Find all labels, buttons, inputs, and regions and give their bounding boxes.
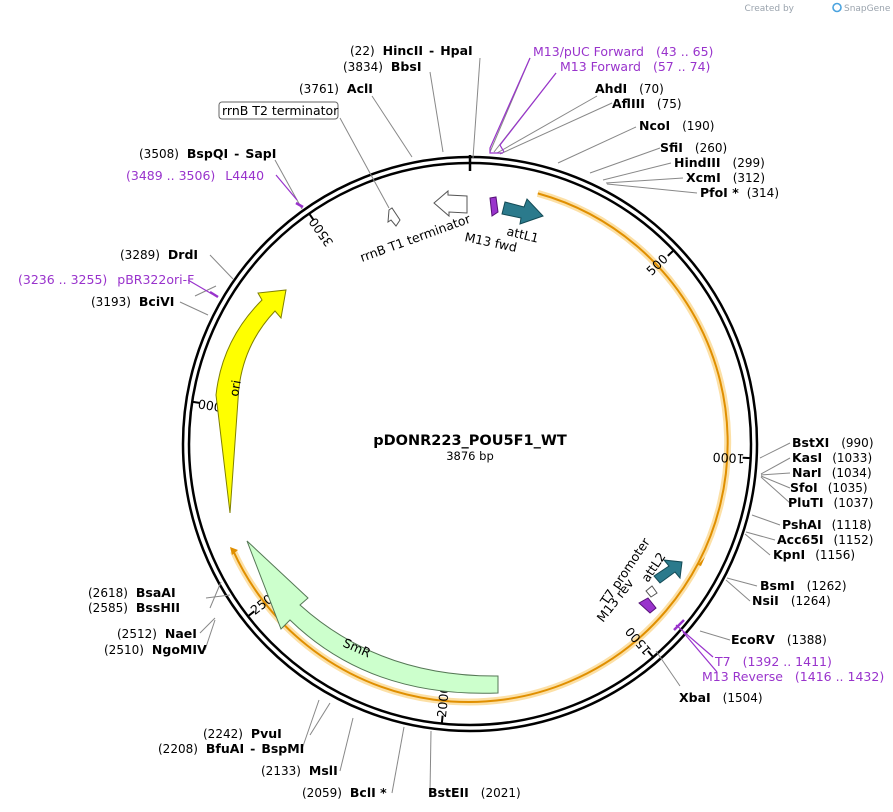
- ori-label: ori: [226, 379, 244, 398]
- watermark-app: SnapGene: [844, 4, 891, 14]
- m13-rev-feature: [638, 597, 657, 614]
- enzyme-bsmi[interactable]: BsmI(1262): [760, 578, 847, 593]
- orf-arrowhead: [698, 557, 705, 566]
- enzyme-bsaai[interactable]: (2618)BsaAI: [88, 585, 176, 600]
- enzyme-kpni[interactable]: KpnI(1156): [773, 547, 855, 562]
- tick-label-3500: 3500: [306, 215, 337, 250]
- enzyme-xbai[interactable]: XbaI(1504): [679, 690, 763, 705]
- enzyme-msli[interactable]: (2133)MslI: [261, 763, 338, 778]
- tick-label-1000: 1000: [712, 450, 745, 467]
- enzyme-ngomiv[interactable]: (2510)NgoMIV: [104, 642, 207, 657]
- m13-fwd-feature: [489, 196, 499, 217]
- enzyme-bspqi-sapi[interactable]: (3508)BspQI-SapI: [139, 146, 276, 161]
- plasmid-length: 3876 bp: [446, 449, 494, 463]
- tick-mark-500: [667, 249, 675, 257]
- primer-pbr322ori-f[interactable]: (3236 .. 3255)pBR322ori-F: [18, 272, 194, 287]
- enzyme-nsii[interactable]: NsiI(1264): [752, 593, 831, 608]
- enzyme-nari[interactable]: NarI(1034): [792, 465, 872, 480]
- tick-mark-1500: [647, 650, 654, 658]
- attl1-feature: [501, 198, 544, 225]
- tick-mark-2000: [440, 715, 444, 724]
- attl2-feature: [653, 559, 683, 584]
- primer-m13-puc-forward[interactable]: M13/pUC Forward(43 .. 65): [533, 44, 713, 59]
- primer-t7[interactable]: T7(1392 .. 1411): [714, 654, 832, 669]
- enzyme-hindiii[interactable]: HindIII(299): [674, 155, 765, 170]
- t7-promoter-feature: [645, 585, 658, 598]
- ori-feature: [215, 289, 287, 514]
- primer-l4440[interactable]: (3489 .. 3506)L4440: [126, 168, 264, 183]
- enzyme-bbsi[interactable]: (3834)BbsI: [343, 59, 421, 74]
- enzyme-sfoi[interactable]: SfoI(1035): [790, 480, 868, 495]
- enzyme-drdi[interactable]: (3289)DrdI: [120, 247, 198, 262]
- enzyme-labels: (22)HincII-HpaI (3834)BbsI (3761)AclI Ah…: [88, 43, 874, 800]
- enzyme-kasi[interactable]: KasI(1033): [792, 450, 872, 465]
- rrnb-t2-box: [218, 101, 339, 120]
- enzyme-pluti[interactable]: PluTI(1037): [788, 495, 873, 510]
- enzyme-xcmi[interactable]: XcmI(312): [686, 170, 765, 185]
- enzyme-pfoi[interactable]: PfoI *(314): [700, 185, 779, 200]
- enzyme-bstxi[interactable]: BstXI(990): [792, 435, 874, 450]
- orf-arc: [232, 192, 729, 703]
- enzyme-bsshii[interactable]: (2585)BssHII: [88, 600, 180, 615]
- enzyme-bcli[interactable]: (2059)BclI *: [302, 785, 387, 800]
- tick-mark-2500: [247, 610, 255, 618]
- rrnb-t1-label: rrnB T1 terminator: [358, 211, 473, 265]
- enzyme-bfuai-bspmi[interactable]: (2208)BfuAI-BspMI: [158, 741, 304, 756]
- smr-feature: [246, 540, 499, 694]
- tick-label-2000: 2000: [434, 685, 452, 718]
- enzyme-naei[interactable]: (2512)NaeI: [117, 626, 197, 641]
- rrnb-t2-feature: [387, 207, 401, 227]
- enzyme-ahdi[interactable]: AhdI(70): [595, 81, 664, 96]
- enzyme-acc65i[interactable]: Acc65I(1152): [777, 532, 873, 547]
- enzyme-pvui[interactable]: (2242)PvuI: [203, 726, 282, 741]
- watermark-created-by: Created by: [744, 4, 794, 14]
- rrnb-t2-label: rrnB T2 terminator: [222, 103, 339, 118]
- primer-m13-forward[interactable]: M13 Forward(57 .. 74): [560, 59, 710, 74]
- rrnb-t2-leader: [339, 117, 390, 209]
- tick-mark-3000: [192, 400, 201, 404]
- enzyme-acli[interactable]: (3761)AclI: [299, 81, 373, 96]
- enzyme-bsteii[interactable]: BstEII(2021): [428, 785, 521, 800]
- primer-m13-reverse[interactable]: M13 Reverse(1416 .. 1432): [702, 669, 884, 684]
- enzyme-pshai[interactable]: PshAI(1118): [782, 517, 872, 532]
- snapgene-watermark: Created by SnapGene: [744, 2, 891, 14]
- primer-marks: [187, 57, 718, 673]
- primer-labels: M13/pUC Forward(43 .. 65) M13 Forward(57…: [18, 44, 884, 684]
- snapgene-logo-icon: [832, 2, 842, 13]
- enzyme-ncoi[interactable]: NcoI(190): [639, 118, 714, 133]
- rrnb-t1-feature: [433, 189, 468, 218]
- enzyme-bcivi[interactable]: (3193)BciVI: [91, 294, 174, 309]
- orf-arrowhead-start: [230, 547, 238, 555]
- tick-mark-3500: [308, 213, 315, 221]
- plasmid-name: pDONR223_POU5F1_WT: [373, 433, 567, 449]
- enzyme-hincii-hpai[interactable]: (22)HincII-HpaI: [350, 43, 473, 58]
- enzyme-ecorv[interactable]: EcoRV(1388): [731, 632, 827, 647]
- enzyme-afliii[interactable]: AflIII(75): [612, 96, 682, 111]
- enzyme-sfii[interactable]: SfiI(260): [660, 140, 727, 155]
